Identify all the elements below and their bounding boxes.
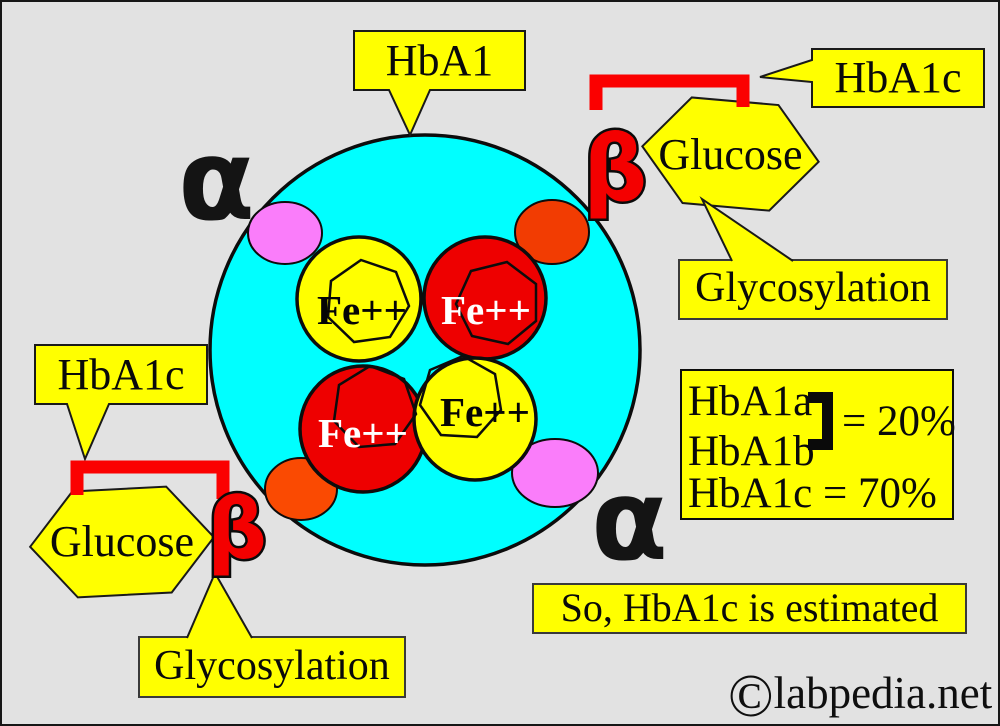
hba1-label: HbA1: [385, 36, 494, 85]
glycosylation-label-left: Glycosylation: [154, 643, 390, 689]
fe-label-bottom-right: Fe++: [440, 389, 530, 435]
conclusion-box: So, HbA1c is estimated: [532, 583, 967, 634]
porphyrin-ring-bottom-right: [418, 354, 503, 439]
fe-label-bottom-left: Fe++: [318, 410, 408, 456]
rim-pink-ellipse-top-left: [247, 201, 323, 265]
glucose-label-top: Glucose: [658, 130, 803, 179]
hba1c-percentage-line: HbA1c = 70%: [688, 470, 937, 517]
hba1-callout-bubble: [353, 30, 526, 138]
glycosylation-box-top: [678, 259, 948, 320]
watermark: ©labpedia.net: [728, 663, 993, 726]
hba1a-line: HbA1a: [688, 378, 813, 425]
hba1c-label-left: HbA1c: [57, 350, 185, 399]
hba1-fractions-box: HbA1a HbA1b = 20% HbA1c = 70%: [680, 369, 956, 520]
alpha-chain-symbol-top: α: [178, 116, 255, 246]
hba1c-callout-bubble-left: [34, 344, 208, 462]
fe-label-top-right: Fe++: [441, 287, 531, 333]
fe-label-top-left: Fe++: [317, 287, 407, 333]
beta-chain-symbol-top: β: [583, 117, 647, 222]
square-bracket-glyph: [808, 392, 833, 450]
porphyrin-ring-top-left: [326, 258, 411, 344]
porphyrin-ring-bottom-left: [332, 364, 418, 449]
hba1b-line: HbA1b: [688, 428, 815, 475]
alpha-chain-symbol-bottom: α: [591, 456, 668, 586]
glycosylation-box-left: [138, 636, 406, 698]
rim-pink-ellipse-bottom-right: [511, 438, 599, 508]
glucose-label-left: Glucose: [49, 517, 195, 566]
watermark-text: labpedia.net: [773, 668, 993, 718]
glycosylation-pointer-left: [186, 570, 253, 639]
glycation-bracket-top: [589, 74, 750, 110]
porphyrin-ring-top-right: [454, 260, 538, 346]
rim-orange-ellipse-top-right: [514, 199, 590, 265]
hba1c-label-top: HbA1c: [834, 53, 962, 102]
hba1c-callout-bubble-top: [759, 48, 985, 108]
glycosylation-pointer-top: [699, 196, 794, 262]
glucose-hexagon-top: [641, 96, 820, 212]
glycation-bracket-left: [70, 460, 230, 499]
beta-chain-symbol-bottom: β: [207, 480, 267, 578]
glycosylation-label-top: Glycosylation: [695, 265, 931, 311]
heme-circle-top-left: [295, 235, 423, 363]
ab-percentage: = 20%: [842, 398, 956, 445]
copyright-icon: ©: [728, 663, 774, 726]
